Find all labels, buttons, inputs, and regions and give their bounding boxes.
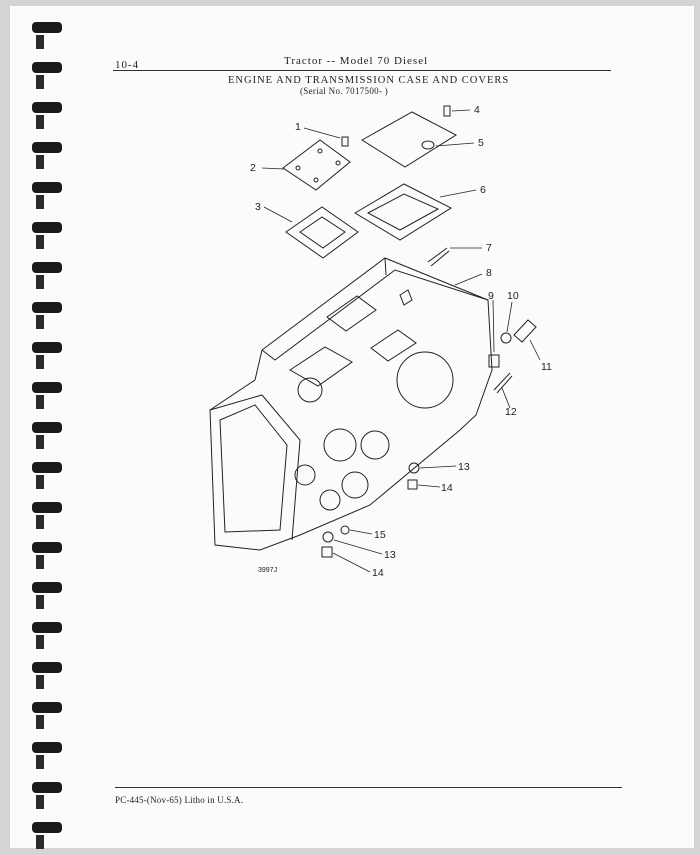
binding-loop xyxy=(32,302,62,313)
binding-loop xyxy=(32,462,62,473)
plug-14a xyxy=(407,479,418,490)
binding-hole xyxy=(36,35,44,49)
part-callout-9: 9 xyxy=(488,290,494,302)
binding-hole xyxy=(36,275,44,289)
washer xyxy=(500,332,512,344)
binding-loop xyxy=(32,822,62,833)
cover-gasket xyxy=(285,206,359,259)
binding-hole xyxy=(36,195,44,209)
binding-loop xyxy=(32,182,62,193)
serial-number: (Serial No. 7017500- ) xyxy=(300,86,389,96)
part-callout-3: 3 xyxy=(255,201,261,213)
binding-loop xyxy=(32,382,62,393)
part-callout-12: 12 xyxy=(505,406,517,418)
binding-hole xyxy=(36,115,44,129)
gasket-13a xyxy=(408,462,420,474)
gasket-13b xyxy=(322,531,334,543)
binding-loop xyxy=(32,702,62,713)
binding-loop xyxy=(32,502,62,513)
footer-rule xyxy=(115,787,622,788)
part-callout-8: 8 xyxy=(486,267,492,279)
binding-loop xyxy=(32,582,62,593)
binding-loop xyxy=(32,742,62,753)
top-cover xyxy=(361,111,458,168)
binding-loop xyxy=(32,422,62,433)
part-callout-2: 2 xyxy=(250,162,256,174)
cap-screw xyxy=(341,136,349,147)
binding-loop xyxy=(32,542,62,553)
binding-loop xyxy=(32,782,62,793)
binding-hole xyxy=(36,155,44,169)
part-callout-11: 11 xyxy=(541,361,552,373)
binding-loop xyxy=(32,222,62,233)
top-cover-gasket xyxy=(354,183,453,241)
page-number: 10-4 xyxy=(115,59,140,71)
part-callout-15: 15 xyxy=(374,529,386,541)
binding-loop xyxy=(32,342,62,353)
section-title: ENGINE AND TRANSMISSION CASE AND COVERS xyxy=(228,75,510,86)
part-callout-14a: 14 xyxy=(441,482,453,494)
binding-loop xyxy=(32,262,62,273)
part-callout-10: 10 xyxy=(507,290,519,302)
binding-hole xyxy=(36,635,44,649)
binding-loop xyxy=(32,62,62,73)
pipe-plug xyxy=(488,354,500,368)
binding-hole xyxy=(36,715,44,729)
stud xyxy=(427,247,450,267)
part-callout-1: 1 xyxy=(295,121,301,133)
binding-hole xyxy=(36,315,44,329)
elbow-fitting xyxy=(513,319,537,343)
binding-hole xyxy=(36,395,44,409)
binding-hole xyxy=(36,435,44,449)
plug-14b xyxy=(321,546,333,558)
binding-loop xyxy=(32,622,62,633)
binding-hole xyxy=(36,75,44,89)
binding-hole xyxy=(36,595,44,609)
binding-hole xyxy=(36,355,44,369)
bolt xyxy=(443,105,451,117)
binding-hole xyxy=(36,475,44,489)
part-callout-7: 7 xyxy=(486,242,492,254)
cover-plate xyxy=(282,139,351,191)
part-callout-5: 5 xyxy=(478,137,484,149)
plug-15 xyxy=(340,525,350,535)
part-callout-13b: 13 xyxy=(384,549,396,561)
binding-loop xyxy=(32,102,62,113)
part-callout-13a: 13 xyxy=(458,461,470,473)
page-title: Tractor -- Model 70 Diesel xyxy=(284,55,429,67)
binding-loop xyxy=(32,142,62,153)
binding-hole xyxy=(36,235,44,249)
header-rule xyxy=(113,70,611,71)
binding-hole xyxy=(36,755,44,769)
footer-text: PC-445-(Nov-65) Litho in U.S.A. xyxy=(115,795,244,805)
part-callout-14b: 14 xyxy=(372,567,384,579)
part-callout-4: 4 xyxy=(474,104,480,116)
binding-hole xyxy=(36,515,44,529)
drawing-id: 3997J xyxy=(258,567,277,574)
binding-hole xyxy=(36,675,44,689)
binding-loop xyxy=(32,662,62,673)
binding-loop xyxy=(32,22,62,33)
binding-hole xyxy=(36,555,44,569)
paper-sheet xyxy=(10,6,694,848)
binding-hole xyxy=(36,795,44,809)
transmission-case xyxy=(209,257,493,551)
spiral-binding xyxy=(32,22,62,849)
binding-hole xyxy=(36,835,44,849)
part-callout-6: 6 xyxy=(480,184,486,196)
stud-short xyxy=(493,372,513,394)
